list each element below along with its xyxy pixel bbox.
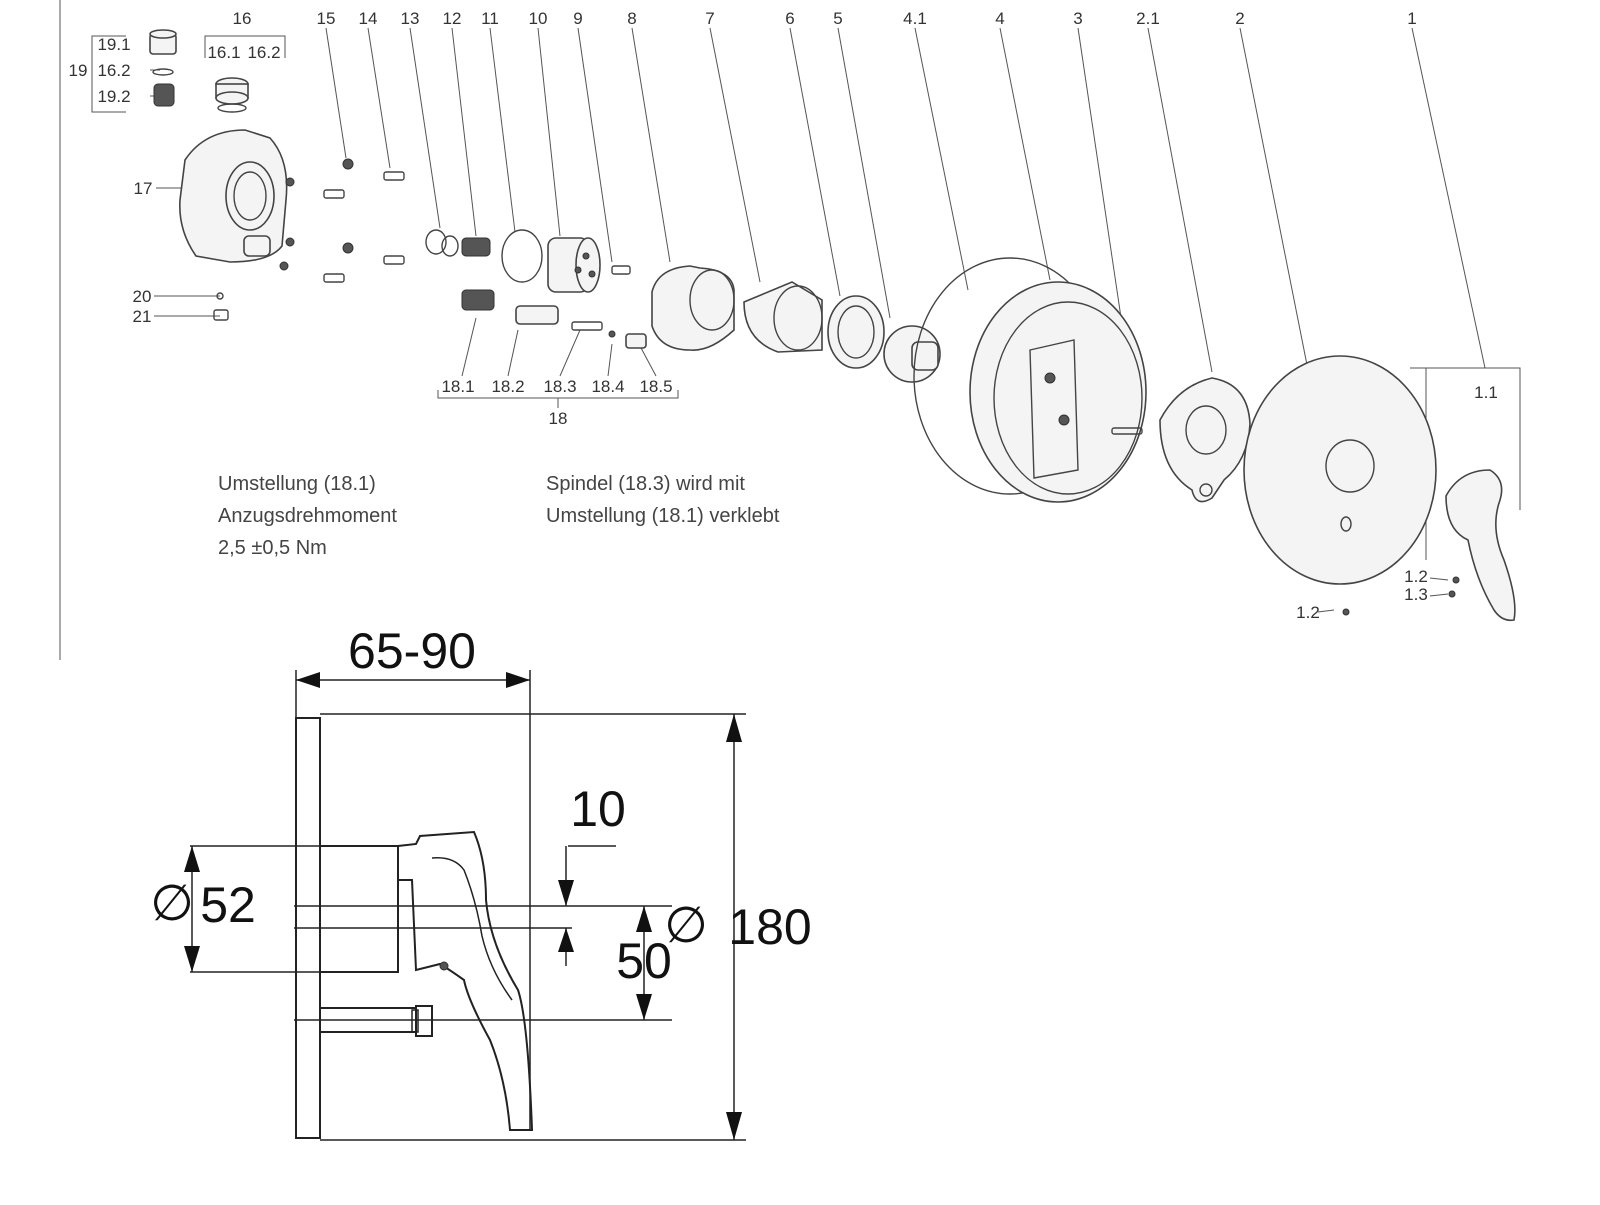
part-19-fittings xyxy=(149,29,177,107)
callout-12: 12 xyxy=(443,9,462,28)
callout-labels: 1 1.1 1.2 1.2 1.3 2 2.1 3 4 4.1 5 6 7 8 … xyxy=(69,9,1498,622)
part-1-lever-handle xyxy=(1445,469,1516,622)
leader-lines xyxy=(91,27,1521,613)
callout-5: 5 xyxy=(833,9,842,28)
callout-19: 19 xyxy=(69,61,88,80)
outlet-spacing-dimension: 50 xyxy=(616,906,672,1020)
part-2-1-gasket xyxy=(1159,377,1251,503)
gap-value: 10 xyxy=(570,781,626,837)
callout-1-2-lower: 1.2 xyxy=(1296,603,1320,622)
gap-dimension: 10 xyxy=(558,781,626,966)
escutcheon-diameter-value: 180 xyxy=(728,899,811,955)
part-14-15-screws xyxy=(279,158,405,283)
part-8-cartridge xyxy=(651,265,735,351)
part-7-sleeve xyxy=(743,281,823,353)
part-2-escutcheon xyxy=(1243,355,1437,616)
part-13-oring xyxy=(425,229,459,257)
exploded-view: 1 1.1 1.2 1.2 1.3 2 2.1 3 4 4.1 5 6 7 8 … xyxy=(69,9,1521,622)
callout-19-2: 19.2 xyxy=(97,87,130,106)
callout-18-2: 18.2 xyxy=(491,377,524,396)
callout-18-1: 18.1 xyxy=(441,377,474,396)
spindle-note: Spindel (18.3) wird mit Umstellung (18.1… xyxy=(546,473,780,527)
spindle-note-line-1: Spindel (18.3) wird mit xyxy=(546,473,745,495)
callout-18: 18 xyxy=(549,409,568,428)
callout-18-3: 18.3 xyxy=(543,377,576,396)
diameter-symbol-52: ∅ xyxy=(150,875,194,931)
callout-21: 21 xyxy=(133,307,152,326)
dimension-drawing: 65-90 ∅ 180 ∅ 52 10 xyxy=(150,623,812,1141)
callout-3: 3 xyxy=(1073,9,1082,28)
callout-19-1: 19.1 xyxy=(97,35,130,54)
part-18-diverter xyxy=(461,289,647,349)
callout-15: 15 xyxy=(317,9,336,28)
diameter-symbol-180: ∅ xyxy=(664,897,708,953)
projection-dimension: 65-90 xyxy=(296,623,530,688)
callout-11: 11 xyxy=(481,9,499,28)
callout-2-1: 2.1 xyxy=(1136,9,1160,28)
callout-2: 2 xyxy=(1235,9,1244,28)
callout-6: 6 xyxy=(785,9,794,28)
callout-13: 13 xyxy=(401,9,420,28)
projection-value: 65-90 xyxy=(348,623,476,679)
callout-18-4: 18.4 xyxy=(591,377,624,396)
torque-note-line-2: Anzugsdrehmoment xyxy=(218,505,397,527)
escutcheon-diameter-dimension: ∅ 180 xyxy=(664,714,812,1140)
diverter-knob-side-view xyxy=(319,1005,433,1037)
part-12-nipple xyxy=(461,237,491,257)
callout-17: 17 xyxy=(134,179,153,198)
callout-1-3: 1.3 xyxy=(1404,585,1428,604)
callout-1-2: 1.2 xyxy=(1404,567,1428,586)
callout-16-1: 16.1 xyxy=(207,43,240,62)
part-17-valve-body xyxy=(179,129,295,321)
callout-16-2-left: 16.2 xyxy=(97,61,130,80)
part-9-screw xyxy=(611,265,631,275)
part-6-nut xyxy=(827,295,885,369)
callout-16: 16 xyxy=(233,9,252,28)
callout-18-5: 18.5 xyxy=(639,377,672,396)
callout-20: 20 xyxy=(133,287,152,306)
callout-1: 1 xyxy=(1407,9,1416,28)
callout-14: 14 xyxy=(359,9,378,28)
part-16-plug xyxy=(215,77,249,113)
torque-note: Umstellung (18.1) Anzugsdrehmoment 2,5 ±… xyxy=(218,473,397,559)
callout-4-1: 4.1 xyxy=(903,9,927,28)
torque-note-line-3: 2,5 ±0,5 Nm xyxy=(218,537,327,559)
callout-4: 4 xyxy=(995,9,1004,28)
part-4-mounting-plate xyxy=(969,281,1147,503)
part-3-pin xyxy=(1111,427,1143,435)
lever-base-diameter-dimension: ∅ 52 xyxy=(150,846,256,972)
outlet-spacing-value: 50 xyxy=(616,933,672,989)
part-11-ring xyxy=(501,229,543,283)
callout-7: 7 xyxy=(705,9,714,28)
torque-note-line-1: Umstellung (18.1) xyxy=(218,473,376,495)
callout-1-1: 1.1 xyxy=(1474,383,1498,402)
part-5-cap xyxy=(883,325,941,383)
callout-8: 8 xyxy=(627,9,636,28)
extension-lines xyxy=(190,670,746,1141)
lever-side-view xyxy=(320,830,534,1131)
callout-9: 9 xyxy=(573,9,582,28)
callout-10: 10 xyxy=(529,9,548,28)
part-10-disc xyxy=(547,237,601,293)
callout-16-2: 16.2 xyxy=(247,43,280,62)
lever-base-diameter-value: 52 xyxy=(200,877,256,933)
spindle-note-line-2: Umstellung (18.1) verklebt xyxy=(546,505,780,527)
